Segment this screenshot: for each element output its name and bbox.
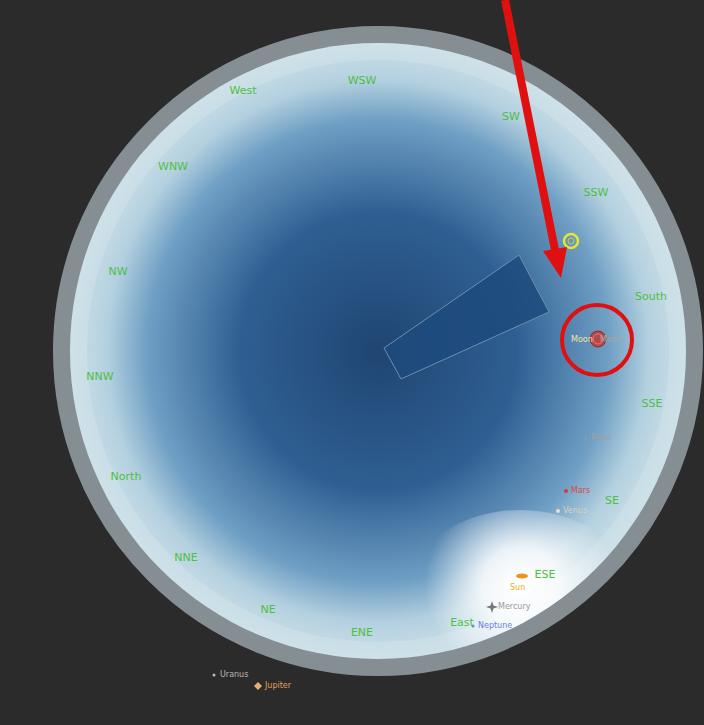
compass-label: ENE [351,627,373,638]
mars-dot [564,489,568,493]
highlight-circle [562,305,632,375]
compass-label: SE [605,495,619,506]
compass-label: NNE [174,552,197,563]
compass-label: WSW [348,75,377,86]
mercury-symbol [486,601,498,613]
compass-label: West [229,85,256,96]
pointer-arrowhead [543,247,567,278]
compass-label: North [111,471,142,482]
planet-label: Sun [510,584,525,592]
compass-label: NNW [86,371,113,382]
compass-label: ESE [535,569,556,580]
pointer-arrow [505,0,555,250]
planet-label: Pluto [591,434,611,442]
compass-label: WNW [158,161,188,172]
compass-label: SSE [642,398,663,409]
planet-label: Uranus [220,671,248,679]
compass-label: NW [108,266,127,277]
planet-label: Neptune [478,622,512,630]
planet-label: Moon [600,336,622,344]
compass-label: SW [502,111,520,122]
planet-label: Mercury [498,603,530,611]
pluto-dot [585,437,588,440]
sun-glow [410,510,630,670]
planet-label: Jupiter [265,682,291,690]
target-ring [564,234,578,248]
planet-label: Mars [571,487,590,495]
venus-dot [556,509,560,513]
target-ring [568,238,574,244]
compass-label: NE [260,604,275,615]
sun-symbol [516,574,528,579]
field-of-view [384,255,549,379]
compass-label: SSW [584,187,609,198]
compass-label: South [635,291,667,302]
planet-label: Venus [563,507,587,515]
jupiter-symbol [254,682,262,690]
compass-label: East [450,617,474,628]
planet-label: Moon [571,336,593,344]
uranus-dot [213,674,216,677]
